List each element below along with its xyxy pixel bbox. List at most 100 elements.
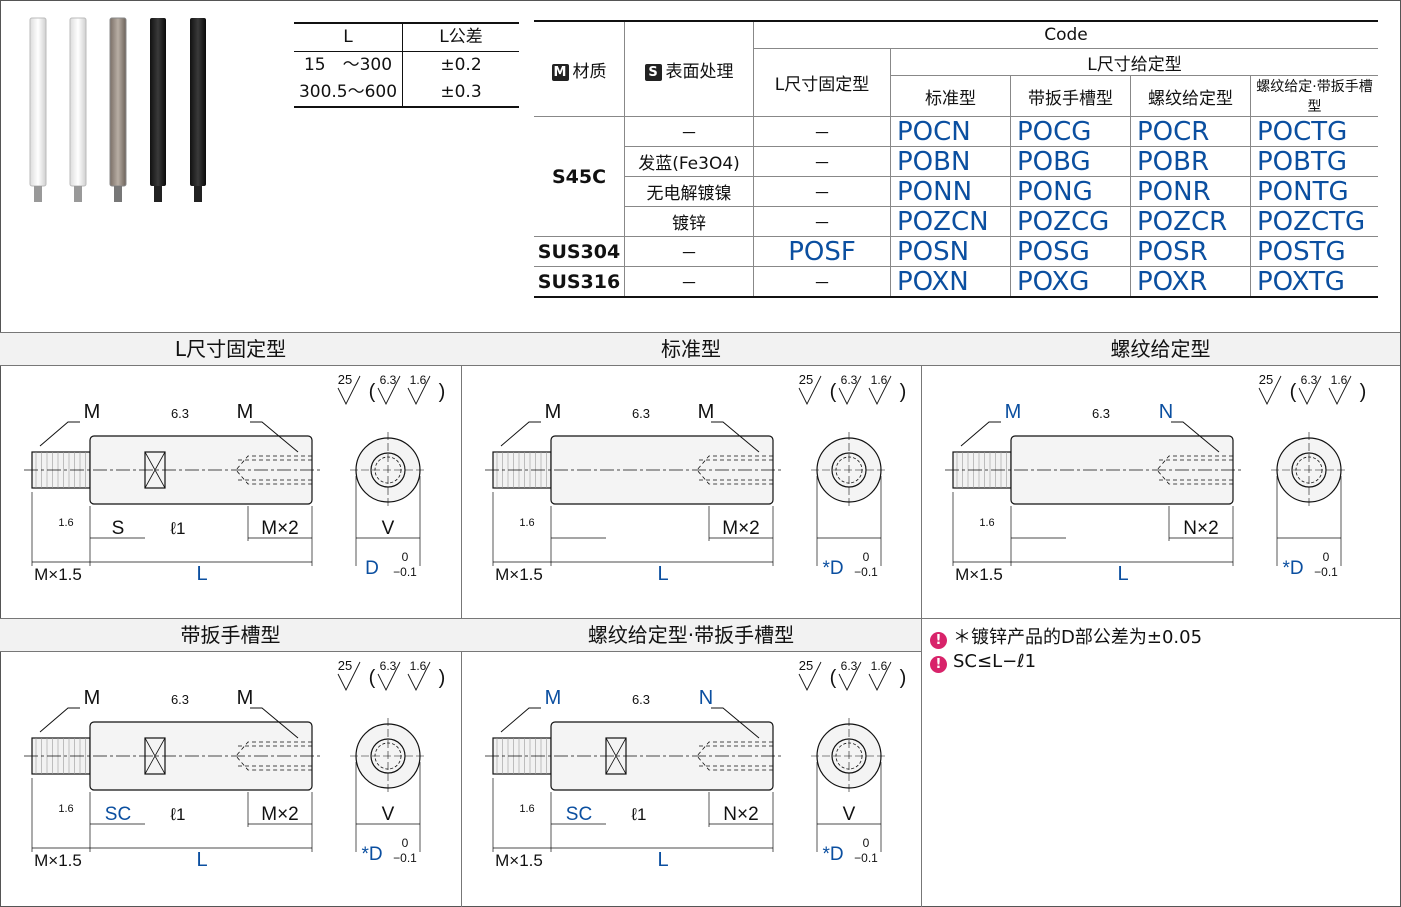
roughness-paren-open: ( [830, 381, 837, 403]
roughness-main: 25 [338, 658, 352, 673]
sub-header-wrench: 带扳手槽型 [1010, 75, 1131, 117]
leader-right [1171, 421, 1220, 453]
surface-cell: － [624, 266, 754, 298]
material-badge: M [551, 63, 569, 81]
code-cell: POXN [890, 266, 1011, 298]
code-cell: PONN [890, 176, 1011, 207]
fixed-code-cell: － [753, 116, 891, 147]
roughness-small: 1.6 [58, 803, 73, 815]
roughness-paren-open: ( [369, 381, 376, 403]
material-sus304: SUS304 [534, 236, 625, 267]
roughness-small: 1.6 [519, 517, 534, 529]
label-thread-left: M [84, 401, 101, 423]
leader-right [711, 707, 760, 739]
code-cell: POXR [1130, 266, 1251, 298]
roughness-a: 6.3 [380, 659, 397, 673]
panel-title: 螺纹给定型·带扳手槽型 [461, 618, 921, 652]
note-item: !SC≤L−ℓ1 [930, 650, 1202, 674]
pin-steel [109, 17, 127, 202]
given-header: L尺寸给定型 [890, 48, 1378, 76]
tol-header-tol: L公差 [402, 22, 519, 52]
roughness-paren-close: ) [900, 667, 907, 689]
roughness-paren-close: ) [439, 381, 446, 403]
internal-thread [696, 741, 773, 771]
label-thread-left: M [84, 687, 101, 709]
internal-thread [235, 455, 312, 485]
dim-mx15: M×1.5 [34, 851, 82, 870]
roughness-paren-open: ( [1290, 381, 1297, 403]
roughness-body: 6.3 [171, 692, 189, 707]
dimension-lines [32, 823, 420, 849]
tol-header-l: L [294, 22, 403, 52]
code-cell: POSR [1130, 236, 1251, 267]
dim-L: L [196, 849, 207, 871]
label-thread-right: N [1159, 401, 1173, 423]
dim-mx2: M×2 [261, 518, 299, 539]
dim-mx2: N×2 [1183, 518, 1218, 539]
roughness-body: 6.3 [171, 406, 189, 421]
dim-d-tol-lower: −0.1 [1314, 565, 1338, 579]
leader-left [39, 707, 80, 733]
dim-mx2: M×2 [722, 518, 760, 539]
dimension-lines [32, 537, 420, 563]
label-thread-right: M [237, 401, 254, 423]
roughness-body: 6.3 [1092, 406, 1110, 421]
leader-left [39, 421, 80, 447]
dim-l1: ℓ1 [170, 805, 186, 824]
code-cell: POXG [1010, 266, 1131, 298]
code-cell: POZCR [1130, 206, 1251, 237]
surface-cell: － [624, 236, 754, 267]
roughness-main: 25 [799, 372, 813, 387]
dim-d: *D [822, 844, 843, 865]
fixed-header: L尺寸固定型 [753, 48, 891, 117]
roughness-symbol [1258, 375, 1352, 406]
roughness-main: 25 [799, 658, 813, 673]
dim-d-tol-lower: −0.1 [854, 565, 878, 579]
leader-left [500, 421, 541, 447]
roughness-symbol [798, 375, 892, 406]
roughness-a: 6.3 [841, 373, 858, 387]
dim-v: V [843, 804, 856, 825]
dim-d: *D [361, 844, 382, 865]
roughness-a: 6.3 [1301, 373, 1318, 387]
code-cell: POZCN [890, 206, 1011, 237]
dim-L: L [1117, 563, 1128, 585]
roughness-symbol [798, 661, 892, 692]
label-thread-right: M [698, 401, 715, 423]
leader-right [250, 707, 299, 739]
dim-L: L [657, 849, 668, 871]
material-s45c: S45C [534, 116, 625, 237]
code-header: Code [753, 20, 1378, 49]
roughness-main: 25 [1259, 372, 1273, 387]
dim-L: L [657, 563, 668, 585]
code-cell: POCG [1010, 116, 1131, 147]
roughness-paren-open: ( [369, 667, 376, 689]
dim-d-tol-upper: 0 [402, 550, 409, 564]
code-cell: POBTG [1250, 146, 1378, 177]
roughness-symbol [337, 661, 431, 692]
leader-right [250, 421, 299, 453]
fixed-code-cell: － [753, 266, 891, 298]
code-cell: POSN [890, 236, 1011, 267]
roughness-b: 1.6 [871, 373, 888, 387]
roughness-main: 25 [338, 372, 352, 387]
leader-right [711, 421, 760, 453]
dim-v: V [382, 518, 395, 539]
code-cell: POSTG [1250, 236, 1378, 267]
roughness-symbol [337, 375, 431, 406]
surface-cell: 无电解镀镍 [624, 176, 754, 207]
wrench-slot [144, 451, 166, 489]
sub-header-thread: 螺纹给定型 [1130, 75, 1251, 117]
tol-range-2: 300.5～600 [294, 79, 403, 108]
roughness-b: 1.6 [1331, 373, 1348, 387]
roughness-paren-close: ) [900, 381, 907, 403]
roughness-paren-open: ( [830, 667, 837, 689]
dim-d: D [365, 558, 379, 579]
code-cell: PONG [1010, 176, 1131, 207]
